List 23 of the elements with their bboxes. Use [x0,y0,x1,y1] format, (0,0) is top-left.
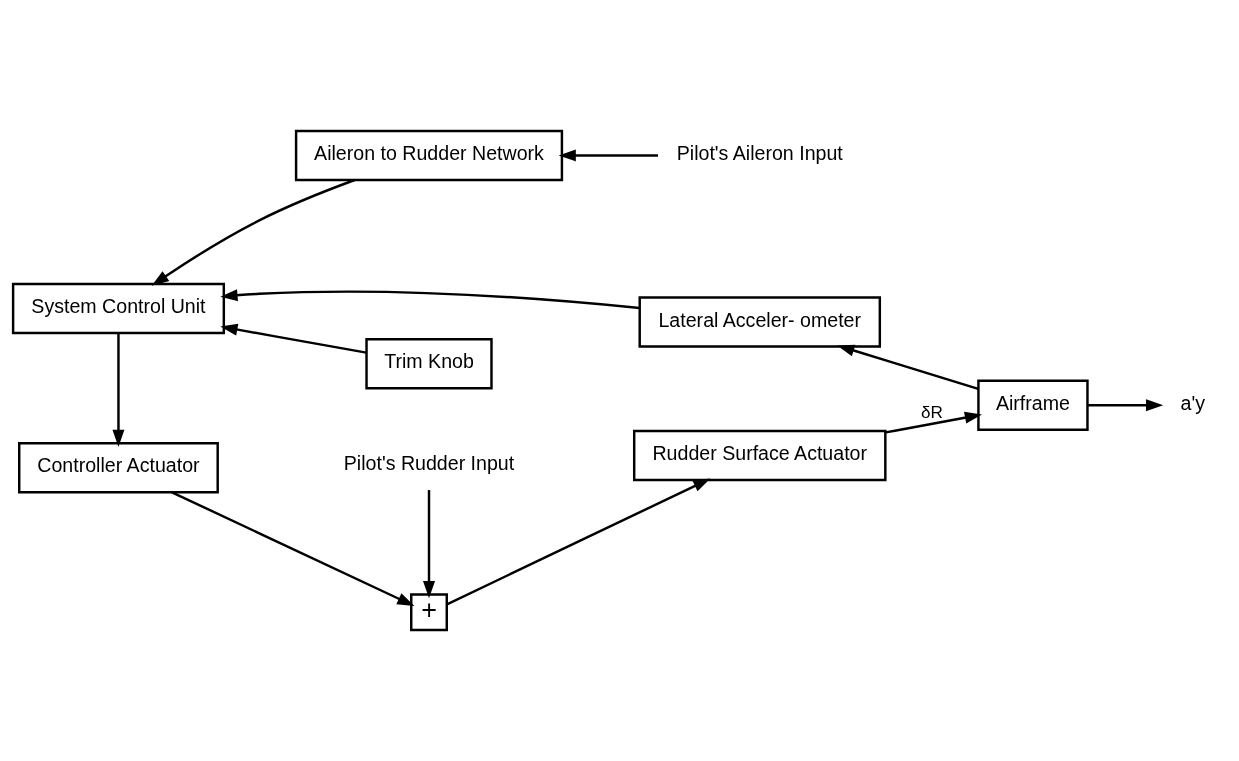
node-box: Airframe [977,379,1089,432]
arrow [1087,399,1164,412]
node-text: Pilot's Rudder Input [343,451,515,474]
arrow [423,490,436,599]
arrow [446,478,711,606]
edge-label: δR [920,401,943,422]
node-box: Rudder Surface Actuator [632,429,887,482]
arrow [837,344,979,390]
node-box: Controller Actuator [18,442,219,494]
arrow [171,491,415,607]
node-box: + [410,593,448,632]
arrow [112,333,125,447]
arrow [558,149,658,162]
node-text: a'y [1180,391,1206,414]
arrow [220,323,367,354]
node-box: System Control Unit [11,282,226,335]
arrow [220,289,640,310]
arrow [885,411,982,434]
node-box: Aileron to Rudder Network [294,129,564,182]
node-text: Pilot's Aileron Input [676,142,843,165]
node-box: Trim Knob [365,337,493,390]
arrow [151,178,356,286]
node-box: Lateral Acceler- ometer [638,296,882,348]
